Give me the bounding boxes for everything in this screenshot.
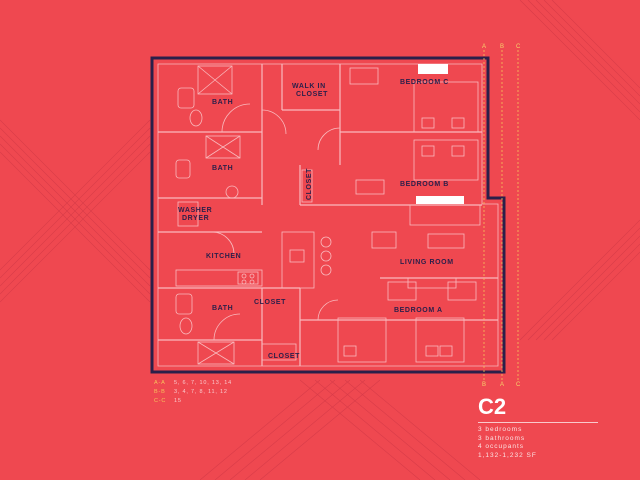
- room-label-bedroom-c: BEDROOM C: [400, 79, 449, 86]
- room-label-bath-mid: BATH: [212, 165, 233, 172]
- crosshatch-pattern-left: [0, 119, 151, 303]
- bath-fixtures: [175, 65, 241, 365]
- legend-value: 3, 4, 7, 8, 11, 12: [174, 389, 228, 395]
- unit-fact-occupants: 4 occupants: [478, 443, 525, 450]
- axis-tag-bottom-a: A: [500, 382, 505, 388]
- room-label-closet-bottom-1: CLOSET: [254, 299, 286, 306]
- room-label-closet-vertical: CLOSET: [306, 168, 313, 200]
- room-label-living-room: LIVING ROOM: [400, 259, 454, 266]
- room-label-bedroom-b: BEDROOM B: [400, 181, 449, 188]
- room-label-bath-bottom: BATH: [212, 305, 233, 312]
- unit-title: C2: [478, 394, 507, 419]
- unit-facts: 3 bedrooms 3 bathrooms 4 occupants 1,132…: [478, 426, 537, 460]
- room-label-walk-in-closet-line1: WALK IN: [292, 83, 326, 90]
- exterior-wall: [150, 56, 506, 374]
- legend-value: 15: [174, 398, 182, 404]
- axis-tag-bottom-c: C: [516, 382, 521, 388]
- room-label-washer: WASHER: [178, 207, 212, 214]
- legend-row-c: C-C 15: [154, 397, 232, 406]
- crosshatch-pattern-right: [519, 0, 640, 341]
- legend-key: A-A: [154, 380, 166, 386]
- section-guides: [483, 50, 519, 380]
- axis-tag-top-c: C: [516, 44, 521, 50]
- section-legend: A-A 5, 6, 7, 10, 13, 14 B-B 3, 4, 7, 8, …: [154, 379, 232, 406]
- living-room-furniture: [371, 204, 481, 301]
- crosshatch-pattern-bottom: [199, 379, 481, 480]
- legend-key: C-C: [154, 398, 167, 404]
- legend-row-b: B-B 3, 4, 7, 8, 11, 12: [154, 388, 232, 397]
- room-label-dryer: DRYER: [182, 215, 209, 222]
- room-label-bath-top: BATH: [212, 99, 233, 106]
- legend-key: B-B: [154, 389, 166, 395]
- unit-fact-bathrooms: 3 bathrooms: [478, 434, 526, 442]
- room-label-kitchen: KITCHEN: [206, 253, 241, 260]
- unit-fact-square-feet: 1,132-1,232 SF: [478, 451, 537, 459]
- room-label-walk-in-closet-line2: CLOSET: [296, 91, 328, 98]
- legend-value: 5, 6, 7, 10, 13, 14: [174, 380, 233, 386]
- kitchen-fixtures: [175, 231, 332, 289]
- door-swings: [211, 103, 341, 341]
- axis-tag-bottom-b: B: [482, 382, 487, 388]
- unit-divider: [478, 422, 598, 423]
- legend-row-a: A-A 5, 6, 7, 10, 13, 14: [154, 379, 232, 388]
- interior-outline: [157, 63, 499, 367]
- axis-tag-top-a: A: [482, 44, 487, 50]
- room-label-bedroom-a: BEDROOM A: [394, 307, 443, 314]
- unit-fact-bedrooms: 3 bedrooms: [478, 426, 523, 433]
- axis-tag-top-b: B: [500, 44, 505, 50]
- room-label-closet-bottom-2: CLOSET: [268, 353, 300, 360]
- bedroom-furniture: [261, 64, 479, 363]
